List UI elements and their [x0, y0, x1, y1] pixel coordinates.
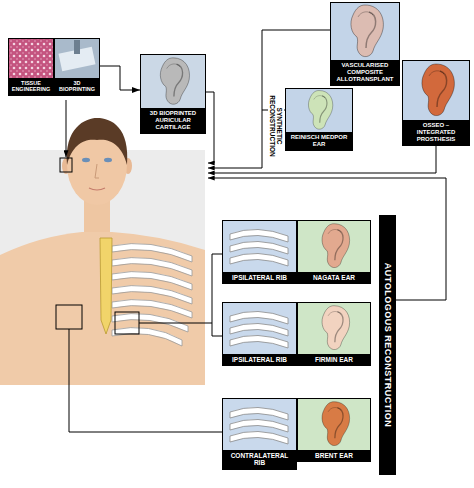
panel-label: 3D BIOPRINTING [55, 78, 99, 95]
image-area [403, 61, 469, 120]
image-panel: FIRMIN EAR [297, 302, 371, 366]
image-area [9, 39, 53, 78]
image-panel: CONTRALATERAL RIB [222, 398, 297, 470]
panel-label: REINISCH MEDPOR EAR [286, 132, 352, 150]
image-panel: TISSUE ENGINEERING [8, 38, 54, 96]
image-area [55, 39, 99, 78]
panel-label: CONTRALATERAL RIB [223, 450, 296, 469]
section-label: SYNTHETIC RECONSTRUCTION [268, 90, 284, 162]
image-area [331, 3, 399, 60]
panel-label: BRENT EAR [298, 450, 370, 461]
image-panel: 3D BIOPRINTING [54, 38, 100, 96]
category-band: AUTOLOGOUS RECONSTRUCTION [379, 215, 396, 475]
panel-label: FIRMIN EAR [298, 354, 370, 365]
panel-label: 3D BIOPRINTED AURICULAR CARTILAGE [141, 108, 205, 133]
band-label: AUTOLOGOUS RECONSTRUCTION [383, 263, 393, 427]
image-area [298, 303, 370, 354]
image-panel: REINISCH MEDPOR EAR [285, 88, 353, 151]
image-panel: 3D BIOPRINTED AURICULAR CARTILAGE [140, 54, 206, 134]
image-panel: IPSILATERAL RIB [222, 220, 297, 284]
connector-arrow [100, 66, 140, 90]
image-area [223, 221, 296, 272]
image-area [141, 55, 205, 108]
image-panel: IPSILATERAL RIB [222, 302, 297, 366]
panel-label: VASCULARISED COMPOSITE ALLOTRANSPLANT [331, 60, 399, 85]
image-area [223, 303, 296, 354]
panel-label: IPSILATERAL RIB [223, 272, 296, 283]
image-area [298, 221, 370, 272]
image-area [298, 399, 370, 450]
panel-label: OSSEO – INTEGRATED PROSTHESIS [403, 120, 469, 145]
image-panel: BRENT EAR [297, 398, 371, 462]
image-area [223, 399, 296, 450]
panel-label: IPSILATERAL RIB [223, 354, 296, 365]
image-panel: NAGATA EAR [297, 220, 371, 284]
image-area [286, 89, 352, 132]
panel-label: TISSUE ENGINEERING [9, 78, 53, 95]
image-panel: OSSEO – INTEGRATED PROSTHESIS [402, 60, 470, 146]
panel-label: NAGATA EAR [298, 272, 370, 283]
image-panel: VASCULARISED COMPOSITE ALLOTRANSPLANT [330, 2, 400, 86]
